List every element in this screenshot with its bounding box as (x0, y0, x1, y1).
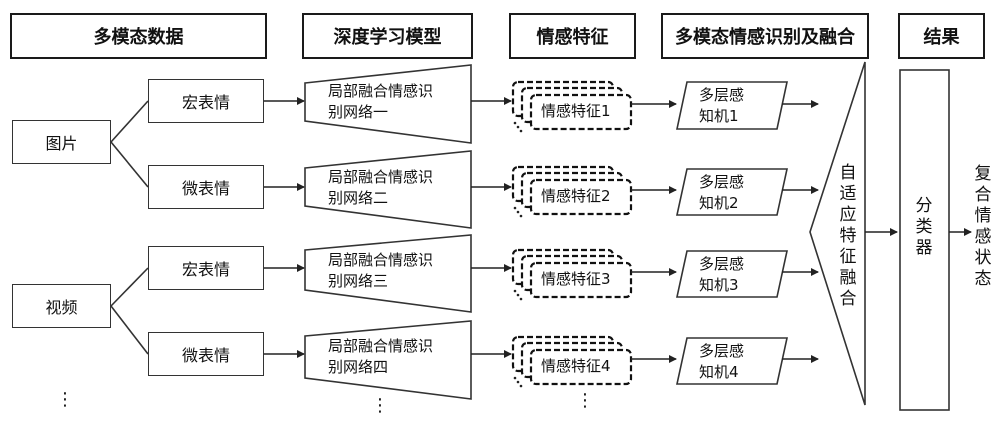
image-branch-lines (110, 100, 149, 188)
network-3-label: 局部融合情感识 别网络三 (328, 250, 433, 292)
feature-3-label: 情感特征3 (541, 270, 611, 288)
video-input-box: 视频 (12, 284, 111, 328)
micro-expression-box-1: 微表情 (148, 165, 264, 209)
mlp-4-line2: 知机4 (699, 363, 739, 381)
mlp-4-shape (676, 337, 788, 385)
input-ellipsis: ⋮ (56, 389, 74, 410)
network-3-line2: 别网络三 (328, 272, 389, 290)
network-2-line1: 局部融合情感识 (328, 168, 434, 186)
feature-2-label: 情感特征2 (541, 187, 611, 205)
network-1-line2: 别网络一 (328, 103, 389, 121)
network-4-line1: 局部融合情感识 (328, 337, 434, 355)
header-emotion-features: 情感特征 (509, 13, 636, 59)
network-4-line2: 别网络四 (328, 358, 389, 376)
output-char: 感 (974, 227, 992, 247)
feature-1-label: 情感特征1 (541, 102, 611, 120)
network-4-shape (304, 320, 472, 400)
mlp-to-fusion-arrows (782, 100, 819, 363)
mlp-2-line1: 多层感 (699, 173, 745, 191)
adaptive-fusion-label: 自 适 应 特 征 融 合 (838, 163, 858, 310)
mlp-2-line2: 知机2 (699, 194, 739, 212)
feature-stack-3 (511, 248, 633, 299)
mlp-2-shape (676, 168, 788, 216)
fusion-shape (809, 61, 866, 406)
mlp-4-label: 多层感 知机4 (699, 341, 744, 383)
fusion-char: 融 (839, 268, 857, 288)
video-branch-lines (110, 267, 149, 355)
mlp-2-label: 多层感 知机2 (699, 172, 744, 214)
mlp-3-label: 多层感 知机3 (699, 254, 744, 296)
output-char: 复 (974, 164, 992, 184)
feature-to-mlp-arrows (631, 100, 677, 363)
feature-stack-2 (511, 165, 633, 216)
output-char: 态 (974, 269, 992, 289)
macro-expression-box-1: 宏表情 (148, 79, 264, 123)
network-1-shape (304, 64, 472, 144)
fusion-char: 自 (839, 163, 857, 183)
image-input-box: 图片 (12, 120, 111, 164)
network-2-shape (304, 150, 472, 229)
network-to-feature-arrows (471, 97, 512, 358)
mlp-1-shape (676, 81, 788, 130)
network-shapes (304, 64, 472, 400)
output-char: 状 (974, 248, 992, 268)
mlp-3-line2: 知机3 (699, 276, 739, 294)
fusion-char: 应 (839, 205, 857, 225)
feature-ellipsis: ⋮ (576, 390, 594, 411)
fusion-char: 适 (839, 184, 857, 204)
network-2-line2: 别网络二 (328, 189, 389, 207)
mlp-4-line1: 多层感 (699, 342, 745, 360)
mlp-1-label: 多层感 知机1 (699, 85, 744, 127)
mlp-shapes (676, 81, 788, 385)
feature-stacks (511, 80, 633, 386)
classifier-char: 分 (915, 196, 933, 216)
classifier-label: 分 类 器 (914, 196, 934, 259)
output-char: 情 (974, 206, 992, 226)
mlp-1-line2: 知机1 (699, 107, 739, 125)
fusion-char: 征 (839, 247, 857, 267)
feature-stack-4 (511, 335, 633, 386)
feature-stack-dots (513, 121, 523, 388)
header-recognition-fusion: 多模态情感识别及融合 (661, 13, 869, 59)
fusion-char: 特 (839, 226, 857, 246)
expression-to-network-arrows (264, 97, 305, 358)
mlp-1-line1: 多层感 (699, 86, 745, 104)
mlp-3-line1: 多层感 (699, 255, 745, 273)
network-4-label: 局部融合情感识 别网络四 (328, 336, 433, 378)
output-char: 合 (974, 185, 992, 205)
classifier-box (899, 69, 950, 411)
feature-stack-1 (511, 80, 633, 131)
classifier-char: 类 (915, 217, 933, 237)
network-3-shape (304, 234, 472, 313)
network-1-line1: 局部融合情感识 (328, 82, 434, 100)
macro-expression-box-2: 宏表情 (148, 246, 264, 290)
network-2-label: 局部融合情感识 别网络二 (328, 167, 433, 209)
classifier-char: 器 (915, 238, 933, 258)
fusion-char: 合 (839, 289, 857, 309)
network-3-line1: 局部融合情感识 (328, 251, 434, 269)
mlp-3-shape (676, 250, 788, 298)
header-deep-learning-model: 深度学习模型 (302, 13, 473, 59)
feature-4-label: 情感特征4 (541, 357, 611, 375)
compound-emotion-state-label: 复 合 情 感 状 态 (973, 164, 993, 290)
header-result: 结果 (898, 13, 985, 59)
network-ellipsis: ⋮ (371, 395, 389, 416)
micro-expression-box-2: 微表情 (148, 332, 264, 376)
network-1-label: 局部融合情感识 别网络一 (328, 81, 433, 123)
header-multimodal-data: 多模态数据 (10, 13, 267, 59)
